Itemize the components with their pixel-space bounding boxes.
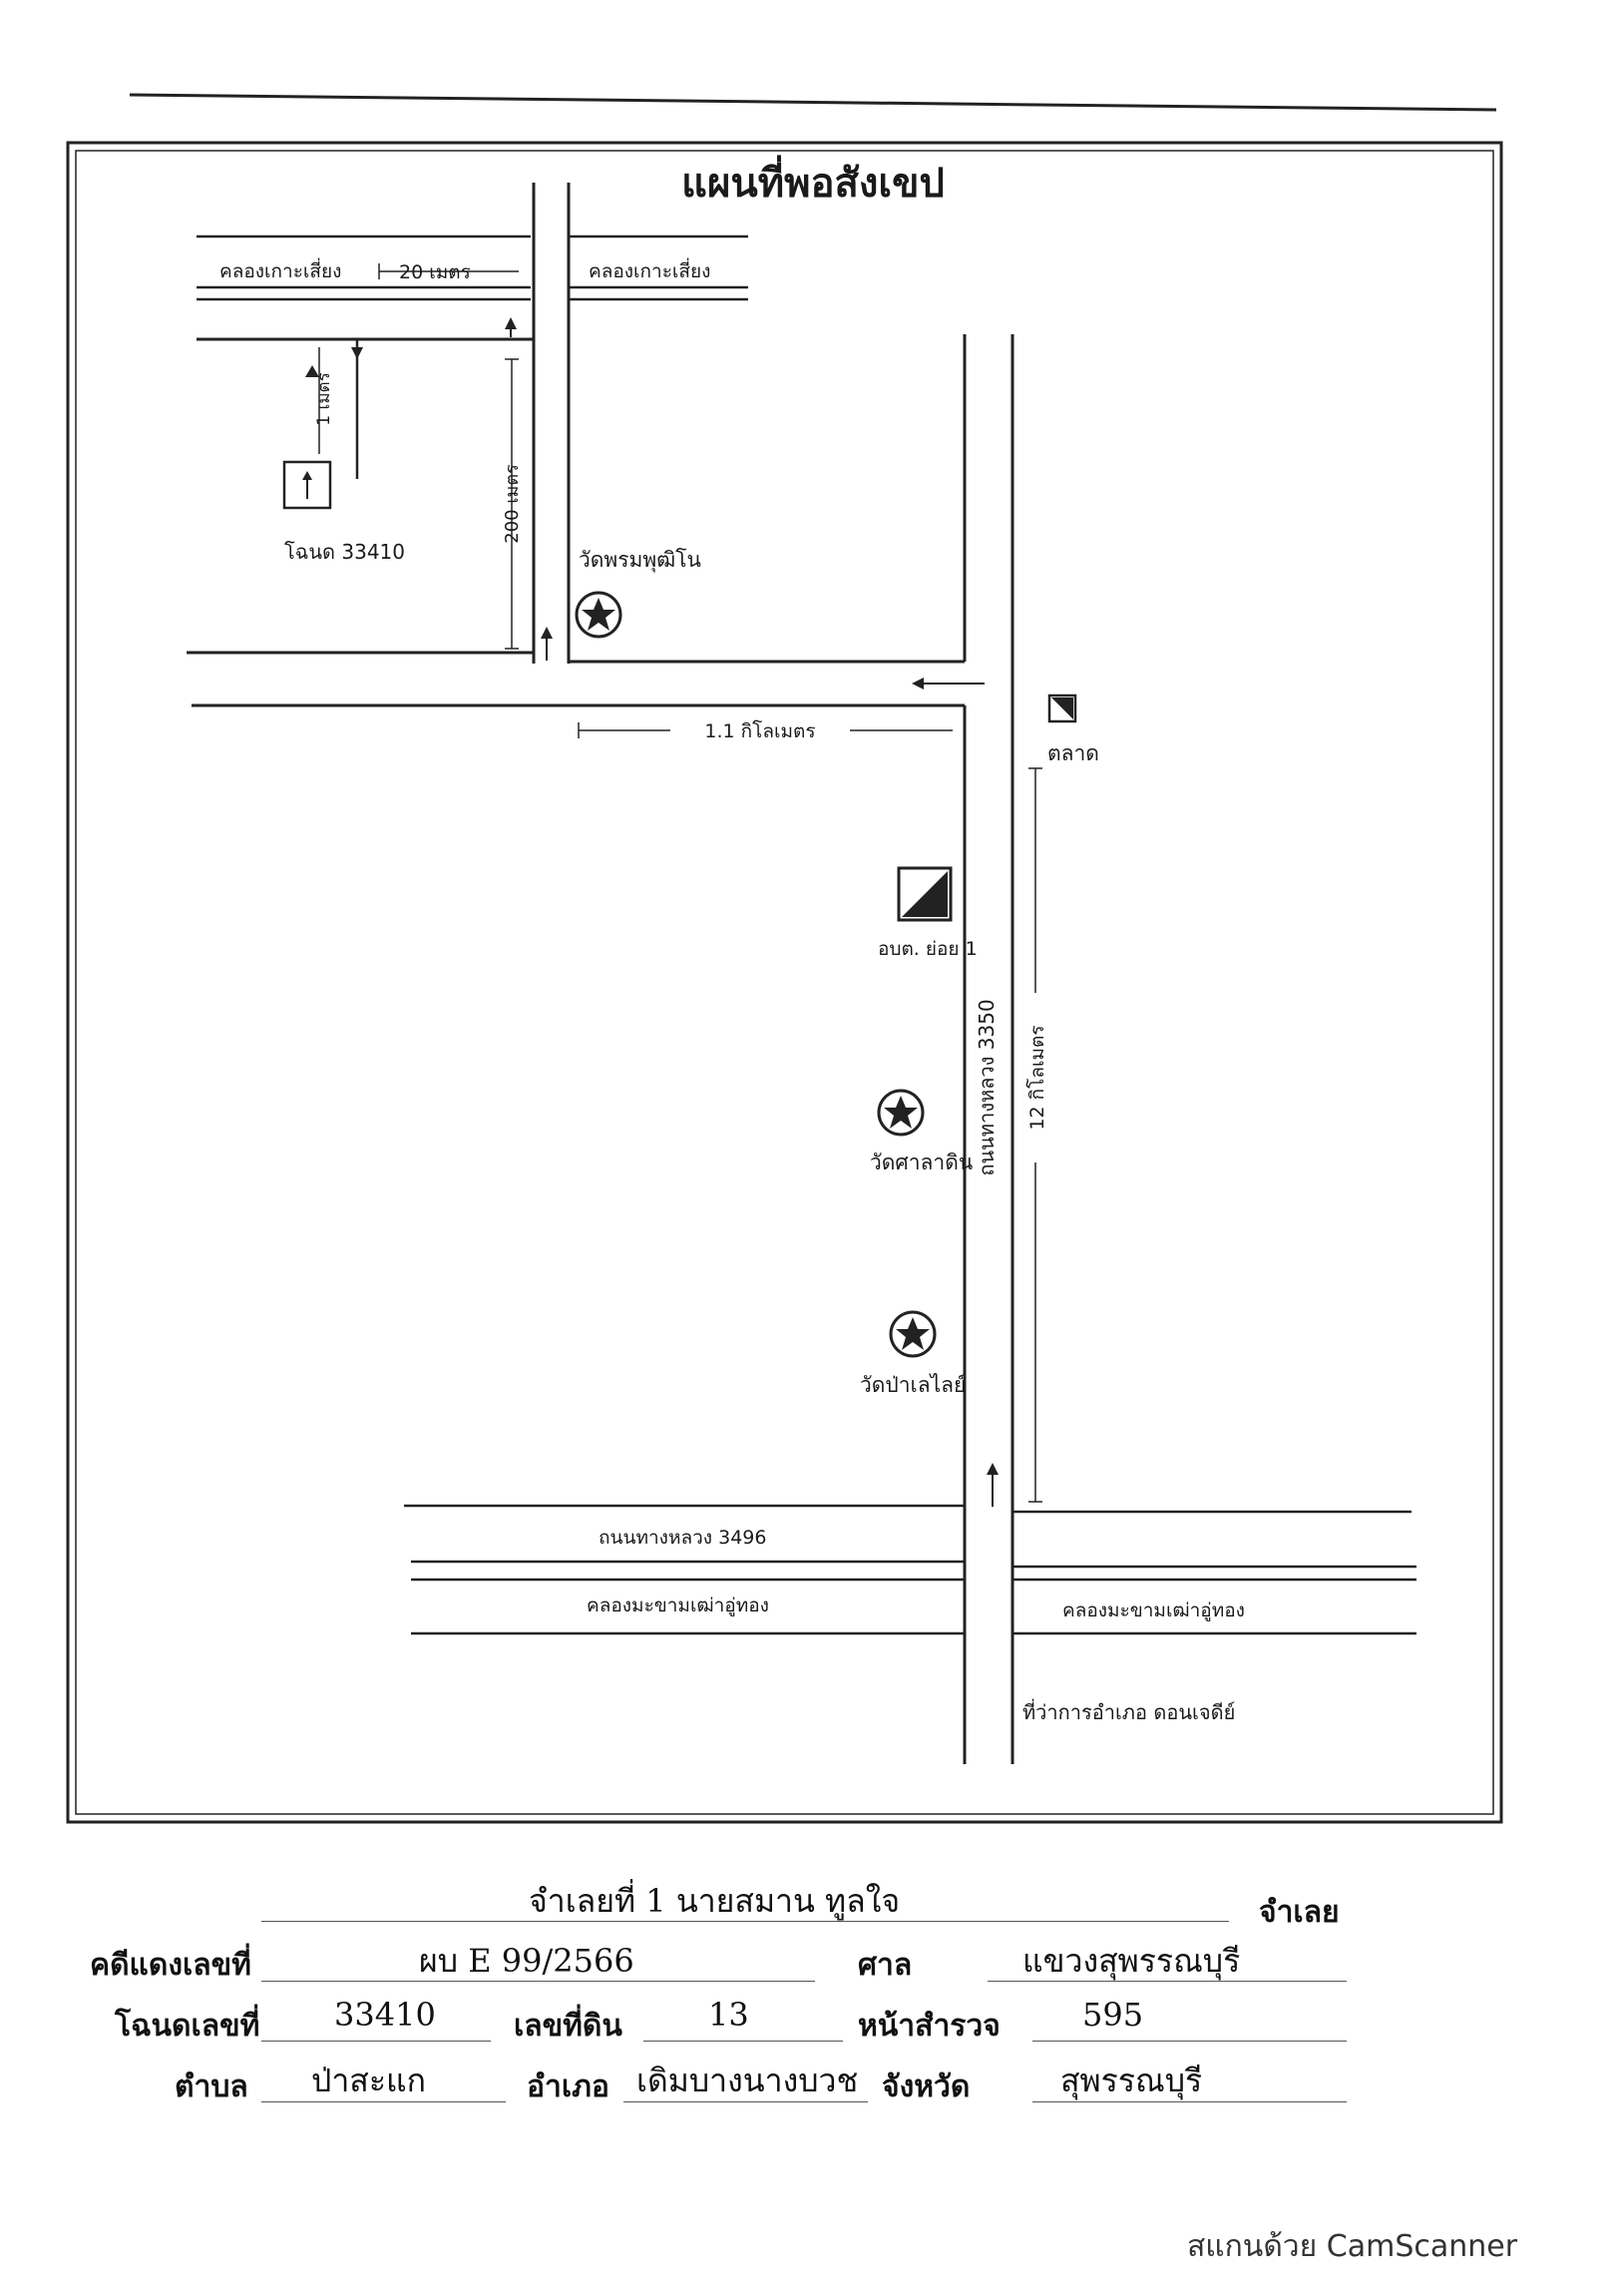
dist-canal-label: 20 เมตร — [399, 261, 471, 283]
case-value: ผบ E 99/2566 — [419, 1942, 634, 1980]
land-no-value: 13 — [708, 1996, 749, 2034]
plot-label: โฉนด 33410 — [284, 540, 405, 564]
temple-3-label: วัดป่าเลไลย์ — [860, 1373, 966, 1397]
district-label: อำเภอ — [527, 2069, 609, 2104]
arrow-up-icon — [505, 317, 517, 329]
subdistrict-value: ป่าสะแก — [311, 2062, 426, 2099]
dist-side-road-label: 200 เมตร — [502, 464, 523, 544]
temple-icon — [877, 1089, 925, 1137]
survey-label: หน้าสำรวจ — [858, 2009, 1001, 2044]
dist-12km-label: 12 กิโลเมตร — [1025, 1025, 1048, 1130]
canal-bottom — [411, 1578, 1416, 1635]
arrow-up-icon — [302, 471, 312, 480]
subdistrict-label: ตำบล — [175, 2069, 248, 2104]
deed-underline — [261, 2041, 491, 2042]
market-icon — [1047, 693, 1077, 723]
canal-bottom-right-label: คลองมะขามเฒ่าอู่ทอง — [1062, 1600, 1245, 1621]
court-label: ศาล — [858, 1948, 913, 1983]
map-title: แผนที่พอสังเขป — [681, 155, 945, 207]
district-value: เดิมบางนางบวช — [636, 2062, 859, 2099]
arrow-up-icon — [541, 627, 553, 639]
case-underline — [261, 1981, 815, 1982]
dist-small-label: 1 เมตร — [314, 372, 334, 425]
dist-km-label: 1.1 กิโลเมตร — [704, 719, 815, 742]
province-label: จังหวัด — [882, 2069, 971, 2104]
defendant-label: จำเลย — [1259, 1895, 1340, 1930]
survey-value: 595 — [1082, 1996, 1144, 2034]
land-no-underline — [643, 2041, 843, 2042]
canal-top-right-label: คลองเกาะเสี่ยง — [589, 257, 710, 282]
court-underline — [988, 1981, 1347, 1982]
canal-bottom-left-label: คลองมะขามเฒ่าอู่ทอง — [587, 1595, 769, 1616]
office-icon — [897, 866, 953, 922]
subdistrict-office-label: อบต. ย่อย 1 — [878, 938, 978, 960]
road-3350-label: ถนนทางหลวง 3350 — [975, 999, 999, 1175]
district-underline — [623, 2101, 868, 2102]
deed-label: โฉนดเลขที่ — [115, 2009, 260, 2044]
temple-2-label: วัดศาลาดิน — [870, 1150, 973, 1174]
land-no-label: เลขที่ดิน — [514, 2009, 622, 2044]
road-3496 — [404, 1504, 1416, 1569]
deed-value: 33410 — [334, 1996, 436, 2034]
road-3496-label: ถนนทางหลวง 3496 — [599, 1527, 766, 1549]
arrow-left-icon — [912, 678, 924, 689]
province-value: สุพรรณบุรี — [1060, 2062, 1203, 2099]
canal-top-left-label: คลองเกาะเสี่ยง — [219, 257, 341, 282]
survey-underline — [1032, 2041, 1347, 2042]
arrow-down-icon — [351, 347, 363, 359]
province-underline — [1032, 2101, 1347, 2102]
parties-underline — [261, 1921, 1229, 1922]
temple-icon — [575, 591, 622, 639]
side-road — [532, 183, 571, 664]
court-value: แขวงสุพรรณบุรี — [1022, 1942, 1241, 1980]
temple-1-label: วัดพรมพุฒิโน — [579, 548, 701, 573]
canal-top-left — [197, 234, 531, 301]
district-office-label: ที่ว่าการอำเภอ ดอนเจดีย์ — [1022, 1698, 1235, 1724]
scan-edge-line — [129, 93, 1497, 112]
parties-line: จำเลยที่ 1 นายสมาน ทูลใจ — [529, 1882, 901, 1920]
canal-top-right — [569, 234, 748, 301]
plot-square — [282, 460, 332, 510]
camscanner-watermark: สแกนด้วย CamScanner — [1187, 2229, 1518, 2264]
subdistrict-underline — [261, 2101, 506, 2102]
market-label: ตลาด — [1047, 741, 1099, 765]
map-frame — [66, 141, 1503, 1824]
arrow-up-icon — [987, 1463, 999, 1475]
case-label: คดีแดงเลขที่ — [90, 1948, 251, 1983]
temple-icon — [889, 1310, 937, 1358]
